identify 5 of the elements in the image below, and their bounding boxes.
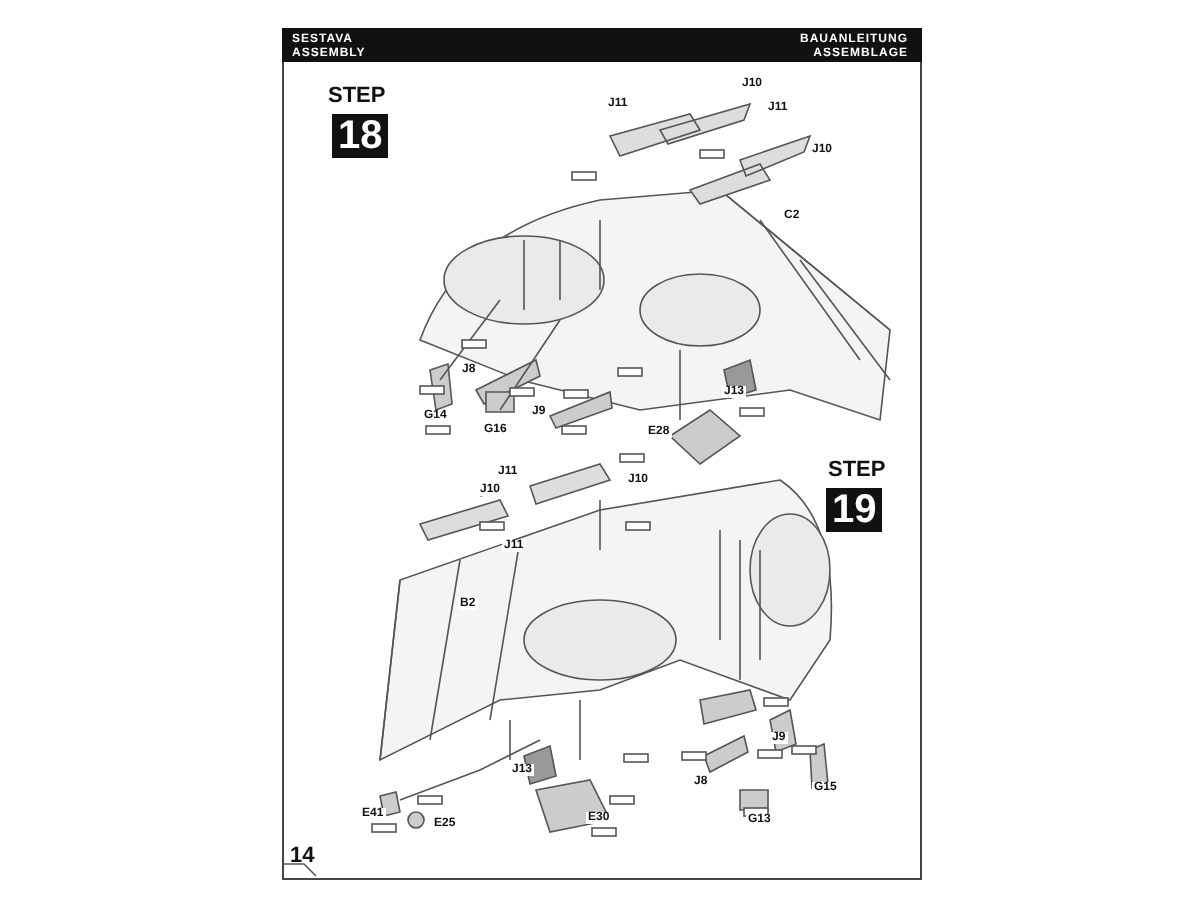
- step-label: STEP: [328, 86, 386, 108]
- step-number: 18: [332, 114, 389, 158]
- step-label: STEP: [828, 460, 886, 482]
- step-number: 19: [826, 488, 883, 532]
- page-number: 14: [290, 846, 315, 868]
